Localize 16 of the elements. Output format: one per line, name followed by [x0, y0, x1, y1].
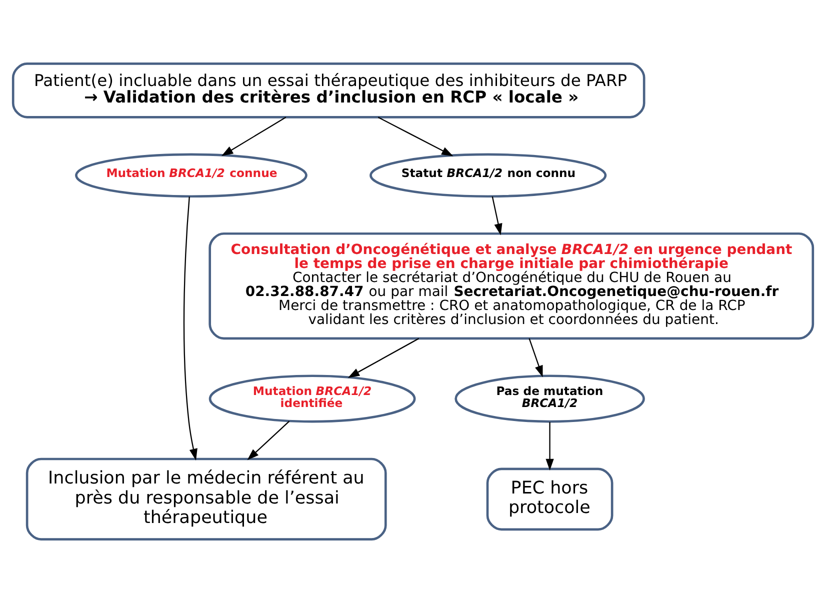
node-ellipse: Mutation BRCA1/2 connue — [75, 153, 308, 198]
node-ellipse: Statut BRCA1/2 non connu — [370, 153, 607, 198]
node-box: Inclusion par le médecin référent au près du responsable de l’essai thérapeutique — [26, 458, 387, 540]
node-box: PEC hors protocole — [486, 468, 614, 531]
node-ellipse: Mutation BRCA1/2 identifiée — [208, 374, 416, 423]
arrow — [492, 196, 502, 236]
arrow — [183, 196, 198, 460]
arrow — [348, 338, 420, 378]
node-box: Consultation d’Oncogénétique et analyse BRCA1/2 en urgence pendant le temps de prise en charge initiale par chimiothérapie Contacter le secrétariat d’Oncogénétique du CHU de Rouen au 02.32.88.87.47 ou par mail Secretariat.Oncogenetique@chu-rouen.fr Merci de transmettre : CRO et anatomopathologique, CR de la RCP validant les critères d’inclusion et coordonnées du patient. — [208, 232, 814, 340]
node-ellipse: Pas de mutation BRCA1/2 — [454, 374, 645, 423]
arrow — [528, 338, 543, 378]
node-box: Patient(e) incluable dans un essai thérapeutique des inhibiteurs de PARP → Validation des critères d’inclusion en RCP « locale » — [12, 62, 646, 118]
arrow — [378, 116, 454, 156]
arrow — [221, 116, 286, 156]
arrow — [546, 422, 554, 471]
arrow — [247, 420, 290, 460]
